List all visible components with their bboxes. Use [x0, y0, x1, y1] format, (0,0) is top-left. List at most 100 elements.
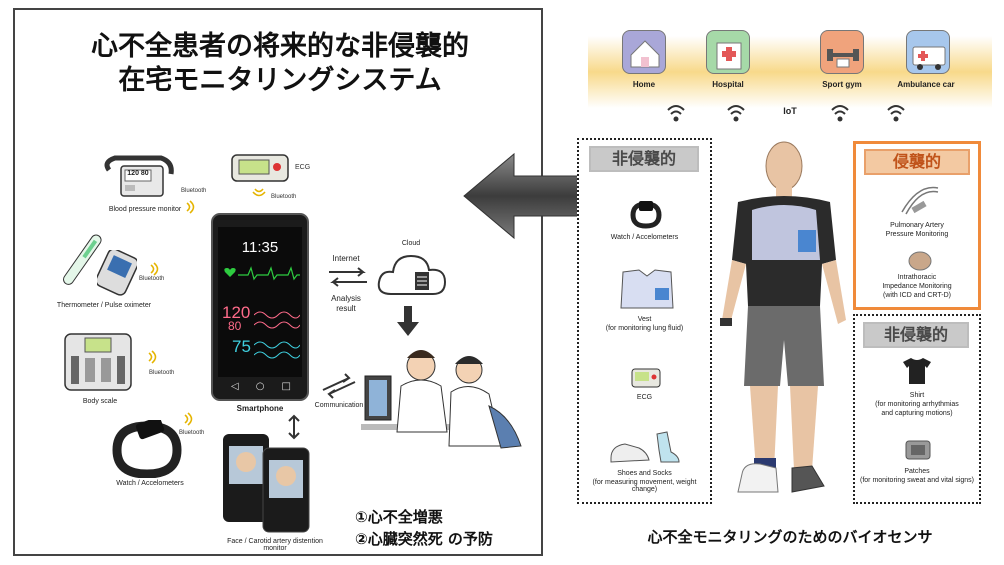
wireless-waves-icon	[150, 262, 159, 276]
main-title: 心不全患者の将来的な非侵襲的 在宅モニタリングシステム	[15, 30, 545, 98]
patch-icon	[905, 440, 931, 460]
communication-label: Communication	[314, 402, 364, 409]
communication-arrow-icon	[322, 373, 356, 399]
noninvasive-item-ecg: ECG	[636, 394, 653, 401]
ecg-device-icon	[231, 154, 289, 182]
noninvasive-heading-right: 非侵襲的	[863, 322, 969, 348]
shirt-icon	[903, 358, 931, 384]
face-monitor-label: Face / Carotid artery distention monitor	[227, 538, 323, 552]
bp-value-2: 80	[228, 319, 242, 333]
analysis-label-1: Analysis	[331, 294, 361, 303]
venue-label-home: Home	[632, 80, 656, 89]
prevention-text: ①心不全増悪 ②心臓突然死 の予防	[355, 506, 493, 550]
pulse-oximeter-icon	[97, 250, 137, 296]
smartphone-label: Smartphone	[236, 404, 284, 413]
invasive-item-pap-sub: Pressure Monitoring	[885, 231, 949, 238]
ecg-device-icon	[631, 368, 661, 388]
wifi-signal-icon	[887, 105, 905, 122]
thermometer-label: Thermometer / Pulse oximeter	[56, 302, 152, 309]
hr-value: 75	[232, 337, 251, 356]
noninvasive-item-shirt-sub2: and capturing motions)	[881, 410, 953, 417]
invasive-item-pap: Pulmonary Artery	[890, 222, 944, 229]
ambulance-icon	[906, 30, 950, 74]
noninvasive-item-shirt-sub: (for monitoring arrhythmias	[875, 401, 959, 408]
bluetooth-label-watch: Bluetooth	[179, 430, 205, 436]
smartphone: 11:35 120 80 75 ◁ ○ □	[211, 213, 309, 401]
icd-device-icon	[908, 251, 932, 271]
vest-icon	[620, 269, 674, 309]
iot-band: Home Hospital Sport gym Ambulance car Io…	[588, 28, 992, 126]
invasive-box: 侵襲的 Pulmonary Artery Pressure Monitoring…	[853, 141, 981, 310]
noninvasive-item-shirt: Shirt	[909, 392, 925, 399]
hospital-icon	[706, 30, 750, 74]
sport-gym-icon	[820, 30, 864, 74]
back-icon: ◁	[231, 381, 239, 392]
cloud-icon	[377, 254, 447, 295]
analysis-label-2: result	[336, 304, 356, 313]
pulmonary-artery-sensor-icon	[901, 186, 939, 215]
cloud-label: Cloud	[401, 240, 421, 247]
noninvasive-item-vest: Vest	[637, 316, 652, 323]
invasive-item-impedance: Intrathoracic	[897, 274, 937, 281]
bluetooth-label-bp: Bluetooth	[181, 188, 207, 194]
home-icon: ○	[255, 381, 265, 392]
noninvasive-item-patches-sub: (for monitoring sweat and vital signs)	[860, 477, 974, 484]
big-left-arrow-icon	[463, 152, 585, 240]
shoes-and-socks-icon	[610, 431, 680, 463]
bp-monitor-label: Blood pressure monitor	[108, 206, 182, 213]
watch-label: Watch / Accelometers	[116, 480, 184, 487]
body-scale-icon	[64, 333, 132, 391]
watch-icon	[112, 420, 182, 478]
thermometer-icon	[63, 234, 102, 285]
wireless-waves-icon	[252, 188, 266, 197]
phone-time: 11:35	[241, 239, 279, 256]
venue-label-hospital: Hospital	[712, 80, 744, 89]
human-figure-illustration	[720, 141, 846, 493]
title-line-1: 心不全患者の将来的な非侵襲的	[91, 31, 469, 62]
noninvasive-box-left: 非侵襲的 Watch / Accelometers Vest (for moni…	[577, 138, 712, 504]
phone-screen: 11:35 120 80 75	[218, 227, 302, 377]
body-scale-label: Body scale	[82, 398, 118, 405]
vertical-bidirectional-arrow-icon	[288, 414, 300, 440]
biosensor-caption: 心不全モニタリングのためのバイオセンサ	[647, 528, 933, 546]
wireless-waves-icon	[148, 350, 157, 364]
bluetooth-label-scale: Bluetooth	[149, 370, 175, 376]
bp-value: 120	[222, 303, 251, 322]
invasive-item-impedance-sub: Impedance Monitoring	[882, 283, 952, 290]
wireless-waves-icon	[186, 200, 195, 214]
home-icon	[622, 30, 666, 74]
noninvasive-item-patches: Patches	[904, 468, 930, 475]
wireless-waves-icon	[184, 412, 193, 426]
noninvasive-item-watch: Watch / Accelometers	[610, 234, 679, 241]
bluetooth-label-ecg: Bluetooth	[271, 194, 297, 200]
noninvasive-box-right: 非侵襲的 Shirt (for monitoring arrhythmias a…	[853, 314, 981, 504]
blood-pressure-monitor-icon	[104, 155, 174, 197]
internet-label: Internet	[332, 254, 360, 263]
noninvasive-item-shoes: Shoes and Socks	[617, 470, 672, 477]
recent-apps-icon: □	[281, 381, 291, 392]
iot-label: IoT	[783, 106, 797, 116]
noninvasive-item-shoes-sub: (for measuring movement, weight change)	[592, 479, 697, 493]
down-arrow-icon	[397, 306, 419, 336]
noninvasive-item-vest-sub: (for monitoring lung fluid)	[605, 325, 684, 332]
prevention-line-1: ①心不全増悪	[355, 508, 443, 526]
doctors-illustration	[361, 350, 522, 449]
invasive-item-impedance-sub2: (with ICD and CRT-D)	[883, 292, 951, 299]
ecg-waveform	[238, 266, 300, 281]
invasive-heading: 侵襲的	[864, 149, 970, 175]
watch-icon	[630, 201, 662, 229]
venue-label-ambulance: Ambulance car	[897, 80, 955, 89]
bp-waveform	[254, 311, 300, 329]
left-panel: 心不全患者の将来的な非侵襲的 在宅モニタリングシステム 120 80 Blood…	[13, 8, 543, 556]
bp-reading: 120 80	[127, 170, 149, 177]
wifi-signal-icon	[667, 105, 685, 122]
prevention-line-2: ②心臓突然死 の予防	[355, 530, 493, 548]
bidirectional-arrow-icon	[329, 267, 367, 287]
noninvasive-heading-left: 非侵襲的	[589, 146, 699, 172]
phone-nav-bar: ◁ ○ □	[231, 381, 291, 393]
hr-waveform	[254, 341, 300, 359]
ecg-top-label: ECG	[295, 164, 311, 171]
bluetooth-label-thermo: Bluetooth	[139, 276, 165, 282]
face-monitor-phones	[223, 434, 310, 533]
wifi-signal-icon	[831, 105, 849, 122]
